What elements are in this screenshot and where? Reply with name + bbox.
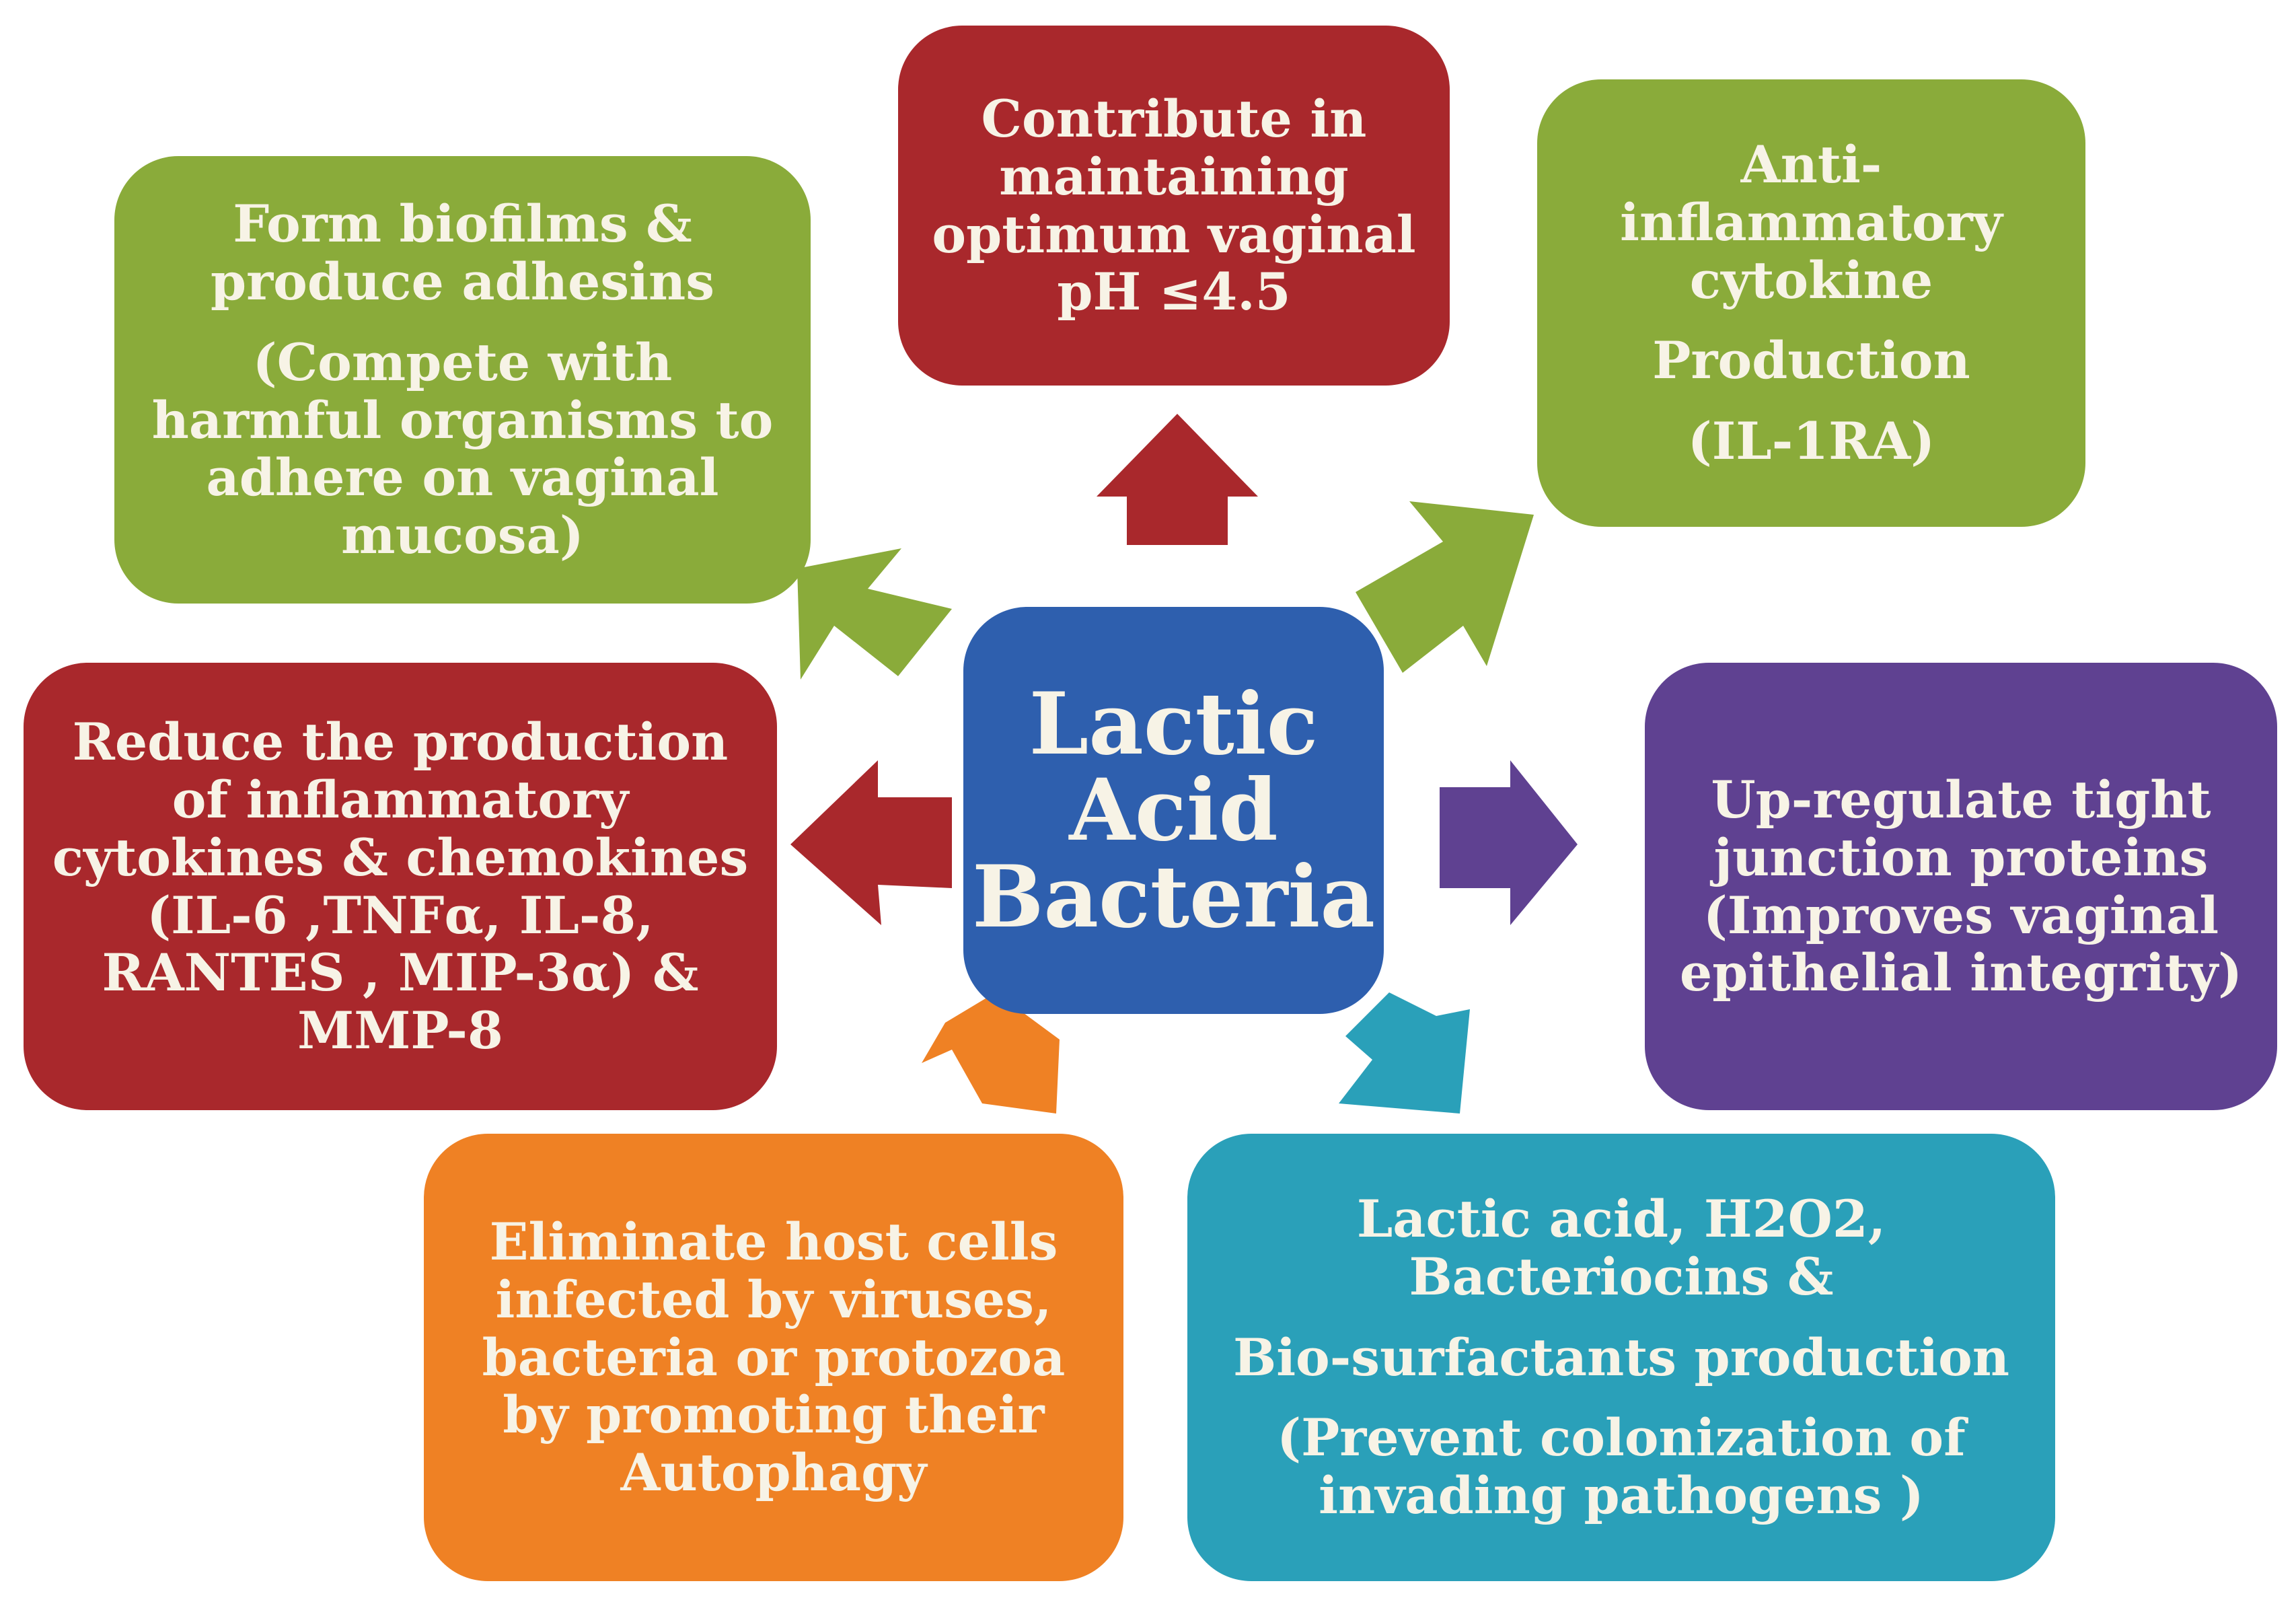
node-antimicrobial: Lactic acid, H2O2, Bacteriocins & Bio-su… — [1187, 1134, 2055, 1581]
node-antimicrobial-note: (Prevent colonization of invading pathog… — [1277, 1408, 1966, 1526]
arrow-upper-left — [797, 548, 952, 680]
node-reduce-cytokines-text: Reduce the production of inflammatory cy… — [52, 711, 749, 1061]
node-autophagy-text: Eliminate host cells infected by viruses… — [482, 1211, 1066, 1503]
arrow-left — [790, 760, 952, 925]
node-antimicrobial-production: Bio-surfactants production — [1232, 1327, 2010, 1387]
node-autophagy: Eliminate host cells infected by viruses… — [424, 1134, 1123, 1581]
center-label: Lactic Acid Bacteria — [971, 673, 1376, 947]
node-biofilm: Form biofilms & produce adhesins (Compet… — [114, 156, 811, 604]
node-anti-inflammatory-marker: (IL-1RA) — [1687, 411, 1935, 472]
center-node: Lactic Acid Bacteria — [963, 607, 1384, 1014]
node-ph-text: Contribute in maintaining optimum vagina… — [932, 88, 1416, 322]
node-biofilm-note: (Compete with harmful organisms to adher… — [151, 332, 774, 566]
node-antimicrobial-title: Lactic acid, H2O2, Bacteriocins & — [1356, 1188, 1886, 1307]
node-anti-inflammatory-title: Anti- inflammatory cytokine — [1620, 134, 2003, 310]
node-anti-inflammatory-production: Production — [1652, 330, 1970, 391]
node-anti-inflammatory: Anti- inflammatory cytokine Production (… — [1537, 79, 2085, 527]
node-tight-junction-text: Up-regulate tight junction proteins (Imp… — [1679, 769, 2243, 1003]
node-reduce-cytokines: Reduce the production of inflammatory cy… — [24, 663, 777, 1110]
arrow-right — [1440, 760, 1578, 925]
arrow-upper-right — [1356, 501, 1534, 673]
arrow-up — [1097, 414, 1258, 545]
node-biofilm-title: Form biofilms & produce adhesins — [210, 193, 715, 312]
arrow-lower-left — [922, 992, 1060, 1114]
node-ph: Contribute in maintaining optimum vagina… — [898, 26, 1450, 386]
node-tight-junction: Up-regulate tight junction proteins (Imp… — [1645, 663, 2277, 1110]
arrow-lower-right — [1339, 992, 1470, 1114]
